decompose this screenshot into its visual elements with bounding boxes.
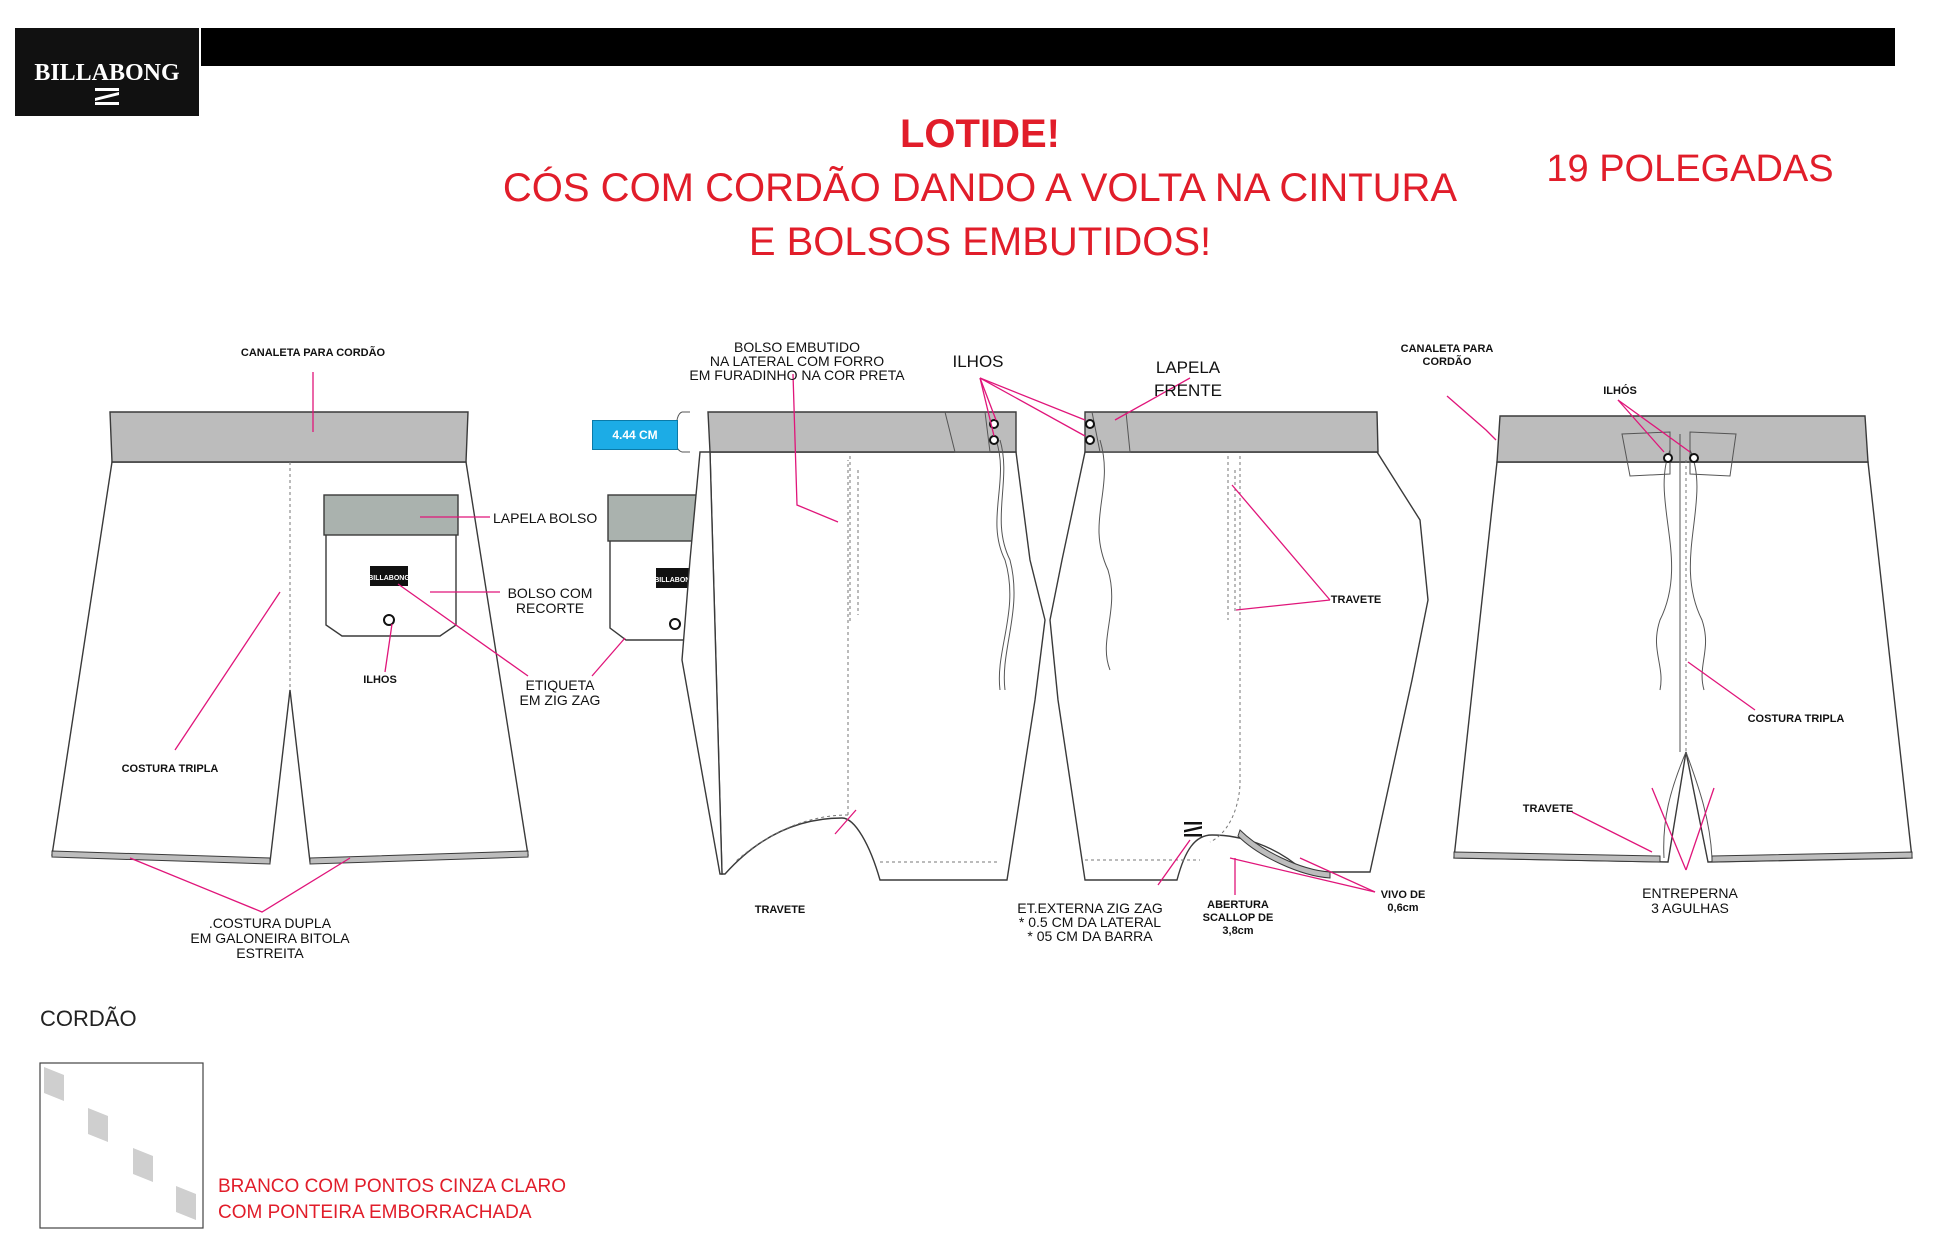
detail-eyelet-icon	[669, 618, 681, 630]
side-billabong-mark-icon	[1184, 822, 1202, 837]
cord-description-2: COM PONTEIRA EMBORRACHADA	[218, 1202, 532, 1223]
pocket-eyelet-icon	[383, 614, 395, 626]
subtitle-line-2: E BOLSOS EMBUTIDOS!	[748, 220, 1212, 264]
label-lapela-frente-2: FRENTE	[1154, 381, 1222, 400]
side-view-right	[1049, 411, 1429, 881]
brand-mark-icon	[95, 88, 119, 105]
label-bolso-embutido-1: BOLSO EMBUTIDO	[734, 339, 860, 355]
label-bolso-recorte-1: BOLSO COM	[508, 585, 593, 601]
cord-dot-4	[176, 1186, 196, 1220]
label-ilhos-side: ILHOS	[952, 352, 1003, 371]
label-costura-tripla-front: COSTURA TRIPLA	[1748, 713, 1845, 725]
cord-dot-1	[44, 1067, 64, 1101]
label-etiqueta-2: EM ZIG ZAG	[520, 692, 601, 708]
header-bar	[201, 28, 1895, 66]
label-bolso-recorte-2: RECORTE	[516, 600, 584, 616]
side-left-waistband	[707, 411, 1017, 453]
front-view: CANALETA PARA CORDÃO ILHÓS COSTURA TRIPL…	[1401, 343, 1913, 916]
cord-swatch	[39, 1062, 204, 1229]
page-title: LOTIDE!	[900, 112, 1060, 156]
back-hem-right	[309, 850, 529, 865]
label-bolso-embutido-2: NA LATERAL COM FORRO	[710, 353, 884, 369]
label-costura-dupla-1: .COSTURA DUPLA	[209, 915, 332, 931]
label-canaleta-back: CANALETA PARA CORDÃO	[241, 346, 386, 359]
label-costura-dupla-3: ESTREITA	[236, 945, 304, 961]
label-ilhos-pocket: ILHOS	[363, 674, 397, 686]
brand-wordmark: BILLABONG	[34, 60, 180, 86]
cord-dot-3	[133, 1148, 153, 1182]
subtitle-line-1: CÓS COM CORDÃO DANDO A VOLTA NA CINTURA	[502, 166, 1458, 210]
side-view-left	[681, 411, 1046, 881]
cord-description-1: BRANCO COM PONTOS CINZA CLARO	[218, 1176, 567, 1197]
front-shorts-body	[1453, 461, 1913, 863]
label-abertura-2: SCALLOP DE	[1203, 912, 1274, 924]
label-lapela-bolso: LAPELA BOLSO	[493, 510, 597, 526]
measure-badge: 4.44 CM	[592, 420, 678, 450]
cord-label: CORDÃO	[40, 1006, 137, 1031]
front-eyelet-right-icon	[1689, 453, 1699, 463]
label-lapela-frente-1: LAPELA	[1156, 358, 1221, 377]
length-spec: 19 POLEGADAS	[1546, 148, 1834, 190]
label-entreperna-2: 3 AGULHAS	[1651, 900, 1729, 916]
label-abertura-1: ABERTURA	[1207, 899, 1269, 911]
side-callouts: BOLSO EMBUTIDO NA LATERAL COM FORRO EM F…	[672, 339, 1426, 944]
label-etiqueta-1: ETIQUETA	[526, 677, 596, 693]
label-canaleta-front-1: CANALETA PARA	[1401, 343, 1494, 355]
label-costura-dupla-2: EM GALONEIRA BITOLA	[190, 930, 350, 946]
svg-text:BILLABONG: BILLABONG	[368, 575, 410, 582]
label-canaleta-front-2: CORDÃO	[1423, 355, 1472, 368]
pocket-label-icon	[370, 566, 408, 586]
label-et-externa-3: * 05 CM DA BARRA	[1027, 928, 1153, 944]
label-abertura-3: 3,8cm	[1222, 925, 1253, 937]
label-travete-side-right: TRAVETE	[1331, 594, 1382, 606]
label-travete-side-left: TRAVETE	[755, 904, 806, 916]
front-eyelet-left-icon	[1663, 453, 1673, 463]
label-et-externa-1: ET.EXTERNA ZIG ZAG	[1017, 900, 1162, 916]
detail-pocket-label-icon	[656, 568, 694, 588]
side-right-body	[1049, 451, 1429, 881]
back-pocket-flap	[323, 494, 459, 536]
side-right-eyelet-2-icon	[1085, 435, 1095, 445]
cord-dot-2	[88, 1108, 108, 1142]
label-vivo-2: 0,6cm	[1387, 902, 1418, 914]
side-right-eyelet-icon	[1085, 419, 1095, 429]
svg-text:BILLABONG: BILLABONG	[654, 577, 696, 584]
label-vivo-1: VIVO DE	[1381, 889, 1426, 901]
side-left-eyelet-2-icon	[989, 435, 999, 445]
label-entreperna-1: ENTREPERNA	[1642, 885, 1738, 901]
side-left-body	[709, 451, 1046, 881]
label-et-externa-2: * 0.5 CM DA LATERAL	[1019, 914, 1161, 930]
brand-logo: BILLABONG	[15, 28, 199, 116]
side-right-waistband	[1084, 411, 1379, 453]
label-ilhos-front: ILHÓS	[1603, 384, 1637, 397]
back-hem-left	[51, 850, 271, 865]
label-bolso-embutido-3: EM FURADINHO NA COR PRETA	[689, 367, 905, 383]
back-view: BILLABONG CANALETA PARA CORDÃO LAPELA BO…	[51, 346, 601, 961]
back-waistband	[109, 411, 469, 463]
label-travete-front: TRAVETE	[1523, 803, 1574, 815]
front-waistband	[1496, 415, 1869, 463]
label-costura-tripla-back: COSTURA TRIPLA	[122, 763, 219, 775]
